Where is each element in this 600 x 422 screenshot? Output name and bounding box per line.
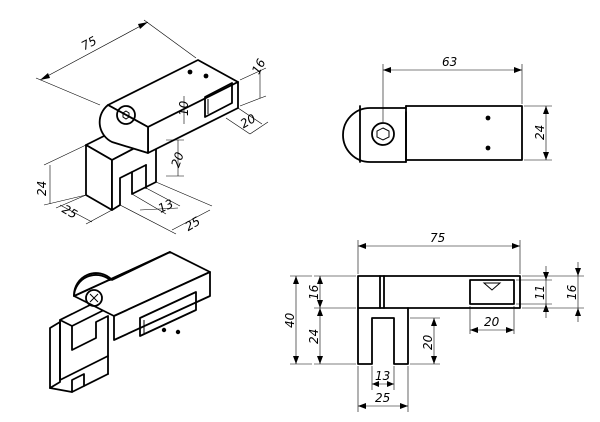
- iso-dim-24: 24: [35, 144, 87, 206]
- iso-dim-10-text: 10: [177, 100, 191, 116]
- iso-dim-16-text: 16: [249, 56, 269, 76]
- front-dim-24-left-text: 24: [307, 329, 321, 344]
- top-view: 63 24: [342, 55, 552, 163]
- front-dim-40: 40: [283, 275, 312, 365]
- front-dim-13: 13: [371, 366, 395, 390]
- iso-view-dimensioned: 75 16 10 20 20: [35, 19, 269, 235]
- front-dim-25-text: 25: [375, 391, 390, 405]
- iso-dim-25-right-text: 25: [183, 214, 203, 234]
- front-dim-20-right-text: 20: [484, 315, 500, 329]
- top-dim-63: 63: [382, 55, 523, 122]
- top-dim-63-text: 63: [442, 55, 457, 69]
- iso-dim-25-left-text: 25: [60, 202, 80, 222]
- front-dim-75-text: 75: [430, 231, 445, 245]
- front-dim-16-left: 16: [307, 275, 356, 309]
- iso-dim-13: 13: [131, 187, 181, 216]
- iso-dim-10: 10: [177, 96, 191, 124]
- iso-dim-20-right: 20: [225, 107, 269, 135]
- front-dim-25: 25: [357, 366, 409, 412]
- front-dim-20-right: 20: [469, 306, 515, 334]
- front-dim-11: 11: [516, 266, 552, 318]
- front-dim-16-right-text: 16: [565, 284, 579, 300]
- front-dim-16-right: 16: [522, 262, 584, 322]
- iso-dim-25-right: 25: [119, 181, 213, 235]
- front-dim-20-vertical: 20: [410, 317, 440, 365]
- iso-dim-75-text: 75: [79, 34, 99, 54]
- iso-dim-24-text: 24: [35, 181, 49, 196]
- front-dim-40-text: 40: [283, 312, 297, 328]
- iso-arm: [98, 59, 239, 154]
- top-dim-24: 24: [524, 105, 552, 161]
- iso-dim-16: 16: [239, 56, 269, 107]
- iso-dim-13-text: 13: [156, 197, 176, 216]
- iso-view-plain: [49, 251, 211, 393]
- iso-dim-75: 75: [35, 19, 197, 106]
- front-dim-16-left-text: 16: [307, 284, 321, 300]
- iso-dim-25-left: 25: [55, 194, 113, 225]
- iso-dim-20-mid: 20: [166, 139, 187, 177]
- front-dim-11-text: 11: [533, 285, 547, 300]
- iso-dim-20-mid-text: 20: [168, 150, 187, 169]
- front-dim-20-vertical-text: 20: [421, 334, 435, 350]
- top-dim-24-text: 24: [533, 125, 547, 140]
- front-dim-13-text: 13: [375, 369, 390, 383]
- iso-dim-20-right-text: 20: [238, 111, 259, 131]
- front-view: 75 16 24 40: [283, 231, 584, 412]
- front-dim-75: 75: [357, 231, 521, 274]
- front-dim-24-left: 24: [307, 308, 356, 365]
